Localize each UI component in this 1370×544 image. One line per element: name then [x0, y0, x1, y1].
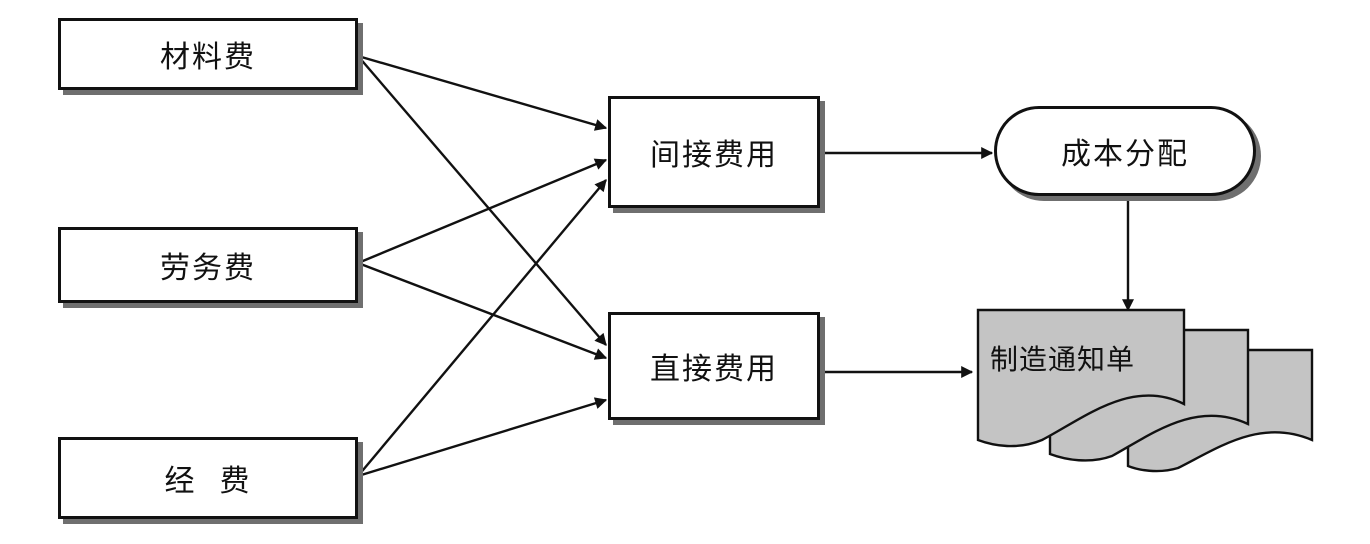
expenses-label: 经 费 — [164, 464, 252, 499]
arrow-labor-to-indirect — [357, 158, 608, 265]
arrow-expense-to-indirect — [357, 179, 607, 477]
document-stack-icon — [976, 308, 1314, 473]
arrow-material-to-direct — [357, 55, 607, 346]
arrow-expense-to-direct — [357, 397, 608, 478]
indirect-cost-box: 间接费用 — [608, 96, 820, 208]
arrow-material-to-indirect — [357, 54, 608, 131]
cost-allocation-label: 成本分配 — [1061, 137, 1189, 172]
labor-cost-box: 劳务费 — [58, 227, 358, 303]
indirect-cost-label: 间接费用 — [650, 138, 778, 173]
arrow-labor-to-direct — [357, 261, 608, 360]
labor-cost-label: 劳务费 — [160, 251, 256, 286]
expenses-box: 经 费 — [58, 437, 358, 519]
material-cost-label: 材料费 — [160, 40, 256, 75]
direct-cost-label: 直接费用 — [650, 352, 778, 387]
material-cost-box: 材料费 — [58, 18, 358, 90]
manufacturing-order-label: 制造通知单 — [990, 343, 1136, 376]
document-sheet-front — [976, 308, 1186, 448]
cost-allocation-terminal: 成本分配 — [994, 106, 1256, 196]
direct-cost-box: 直接费用 — [608, 312, 820, 420]
